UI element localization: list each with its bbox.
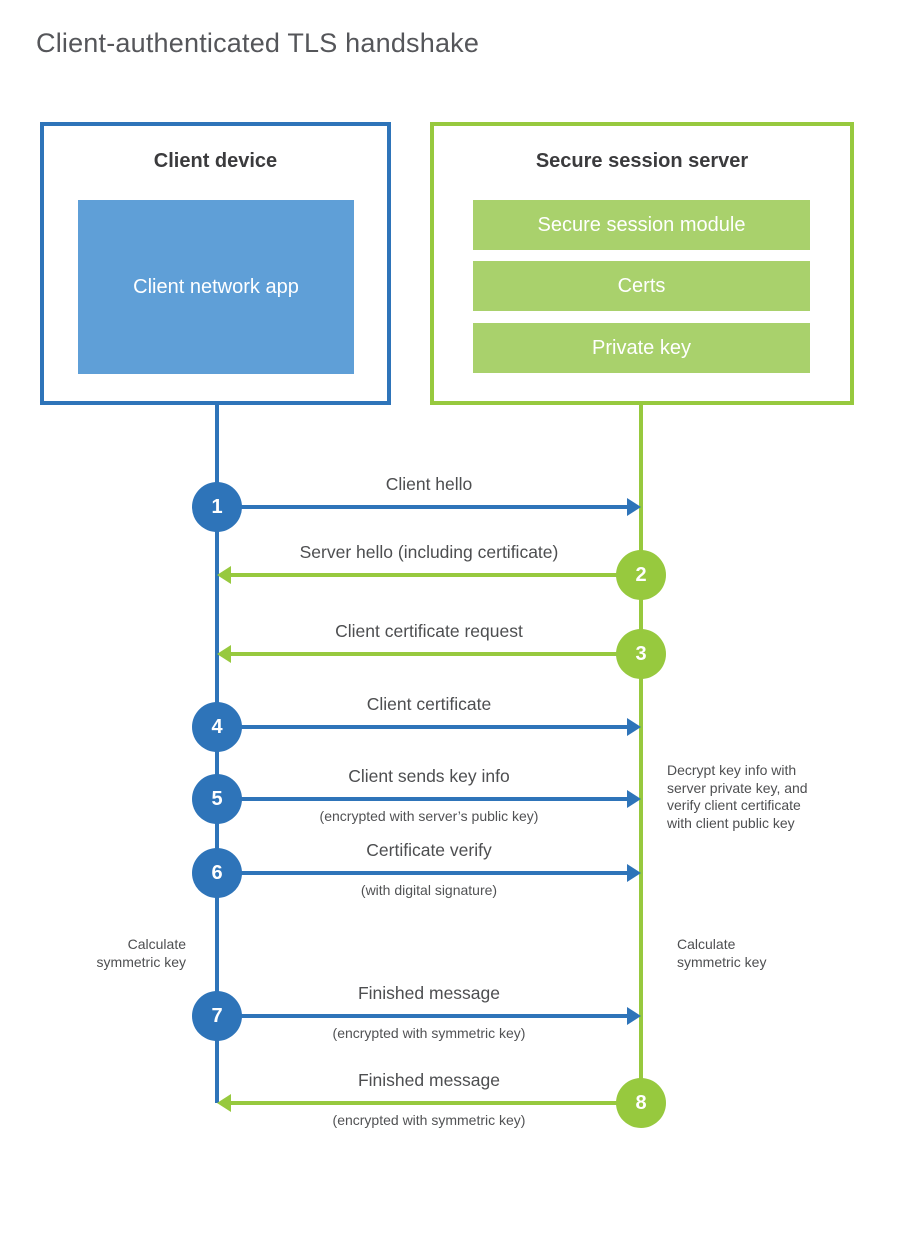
client-network-app-block: Client network app	[78, 200, 354, 374]
message-label: Finished message	[357, 983, 501, 1003]
message-label: Client certificate request	[335, 621, 523, 641]
server-module-secure-session: Secure session module	[473, 200, 810, 250]
message-label: Client certificate	[366, 694, 492, 714]
step-circle-4: 4	[192, 702, 242, 752]
message-sublabel: (encrypted with symmetric key)	[332, 1112, 526, 1128]
message-label: Client sends key info	[348, 766, 510, 786]
arrow-line	[217, 505, 628, 509]
arrow-left-icon	[217, 1094, 231, 1112]
arrow-right-icon	[627, 718, 641, 736]
step-circle-6: 6	[192, 848, 242, 898]
arrow-right-icon	[627, 1007, 641, 1025]
message-label: Server hello (including certificate)	[299, 542, 559, 562]
client-device-box: Client device Client network app	[40, 122, 391, 405]
page-title: Client-authenticated TLS handshake	[36, 28, 480, 58]
decrypt-key-note: Decrypt key info with server private key…	[667, 762, 808, 831]
step-circle-5: 5	[192, 774, 242, 824]
step-circle-8: 8	[616, 1078, 666, 1128]
step-circle-1: 1	[192, 482, 242, 532]
message-label: Certificate verify	[366, 840, 492, 860]
server-lifeline	[639, 405, 643, 1103]
server-box: Secure session server Secure session mod…	[430, 122, 854, 405]
step-circle-3: 3	[616, 629, 666, 679]
arrow-line	[217, 1014, 628, 1018]
message-sublabel: (with digital signature)	[360, 882, 498, 898]
arrow-left-icon	[217, 645, 231, 663]
arrow-line	[230, 573, 641, 577]
arrow-line	[217, 797, 628, 801]
arrow-line	[230, 1101, 641, 1105]
calculate-symmetric-key-server: Calculate symmetric key	[677, 936, 767, 970]
message-sublabel: (encrypted with symmetric key)	[332, 1025, 526, 1041]
step-circle-2: 2	[616, 550, 666, 600]
arrow-right-icon	[627, 498, 641, 516]
server-module-private-key: Private key	[473, 323, 810, 373]
arrow-right-icon	[627, 790, 641, 808]
arrow-line	[230, 652, 641, 656]
message-label: Finished message	[357, 1070, 501, 1090]
arrow-line	[217, 725, 628, 729]
arrow-line	[217, 871, 628, 875]
client-lifeline	[215, 405, 219, 1103]
arrow-left-icon	[217, 566, 231, 584]
message-label: Client hello	[385, 474, 473, 494]
message-sublabel: (encrypted with server’s public key)	[319, 808, 539, 824]
client-device-title: Client device	[153, 150, 278, 172]
arrow-right-icon	[627, 864, 641, 882]
step-circle-7: 7	[192, 991, 242, 1041]
server-title: Secure session server	[535, 150, 749, 172]
calculate-symmetric-key-client: Calculate symmetric key	[96, 936, 186, 970]
server-module-certs: Certs	[473, 261, 810, 311]
